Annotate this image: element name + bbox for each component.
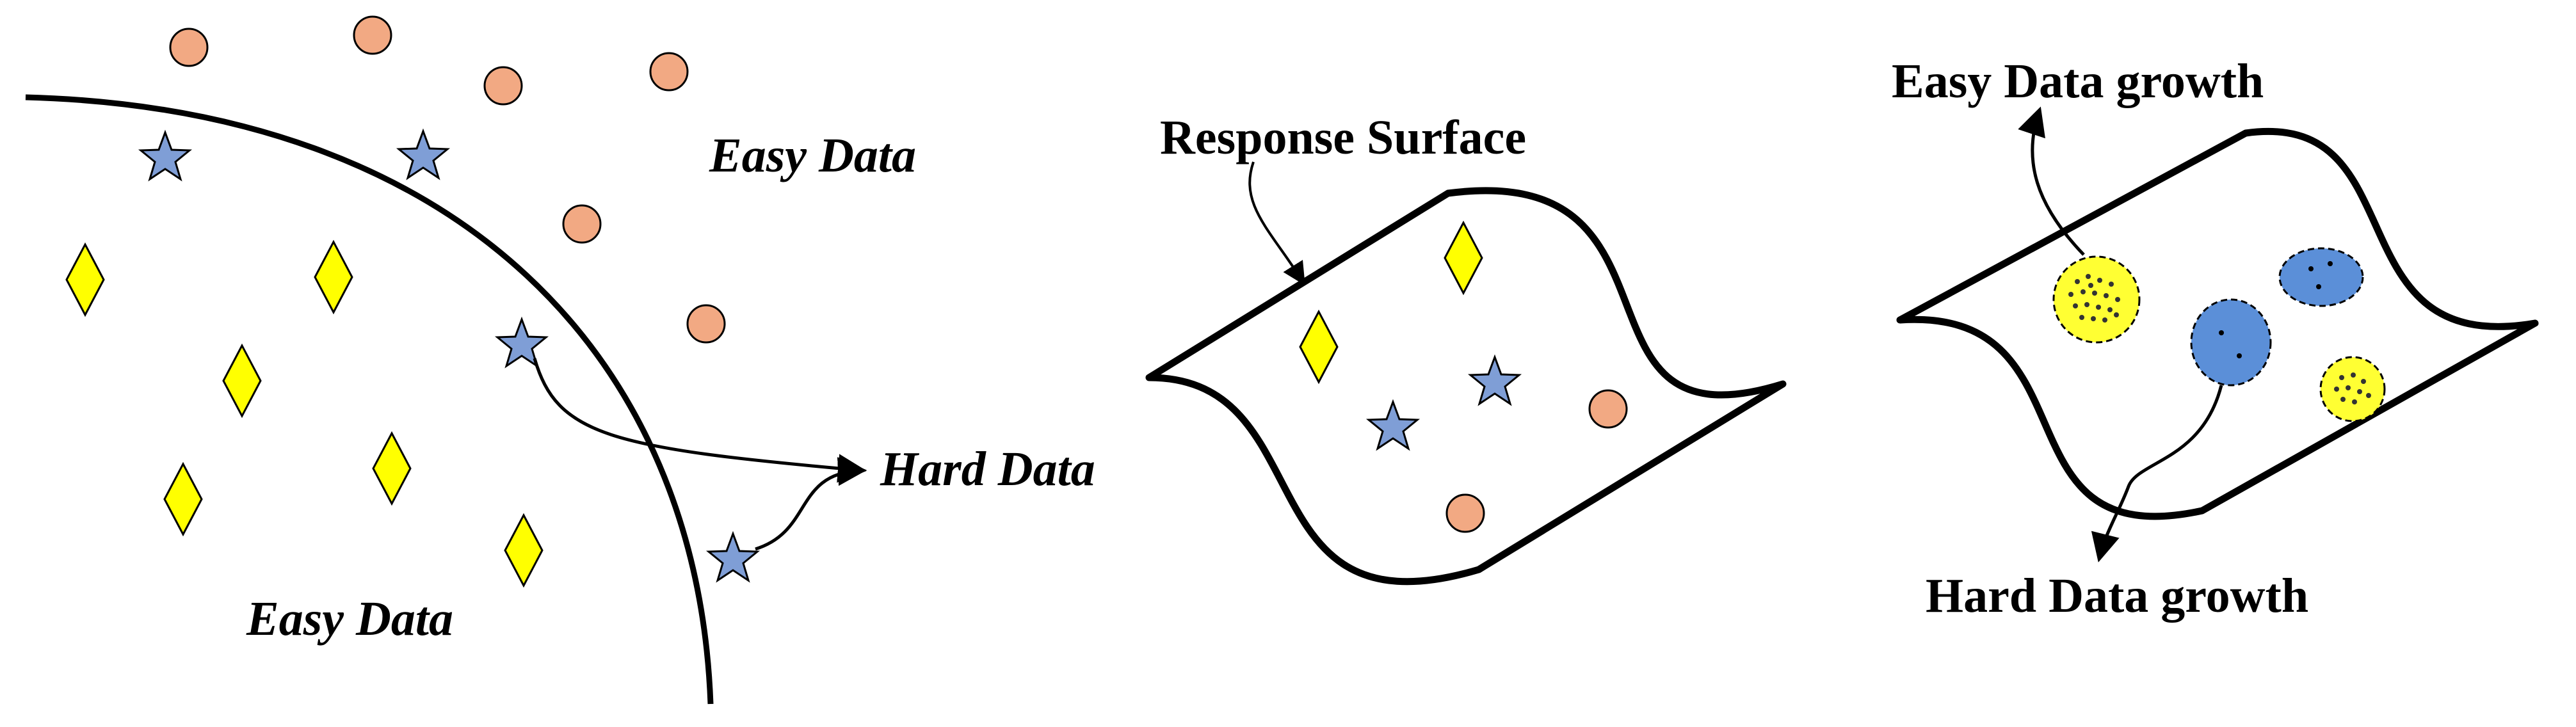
hard-data-cluster-small <box>2278 247 2364 307</box>
circle-icon <box>686 304 726 344</box>
diamond-icon <box>222 344 262 417</box>
hard-growth-arrow <box>2091 385 2223 563</box>
circle-icon <box>562 204 602 244</box>
star-icon <box>398 130 449 179</box>
diamond-icon <box>504 514 543 587</box>
hard-data-growth-label: Hard Data growth <box>1926 569 2308 623</box>
panel-decision-boundary: Easy Data Hard Data Easy Data <box>25 15 1095 705</box>
response-surface-pointer-arrow <box>1248 161 1305 286</box>
circle-icon <box>649 52 689 92</box>
easy-growth-arrow <box>2018 106 2085 256</box>
easy-data-label-top: Easy Data <box>709 129 916 182</box>
diamond-icon <box>372 432 412 505</box>
circle-icon <box>483 66 523 106</box>
cluster-blob-icon <box>2190 298 2272 387</box>
circle-icon <box>169 28 209 67</box>
star-icon <box>140 131 191 180</box>
hard-data-stars <box>140 130 759 582</box>
diamond-icon <box>163 463 203 536</box>
panel-data-growth: Easy Data growth Hard Data growth <box>1892 54 2539 623</box>
response-surface-sheet <box>1145 187 1787 586</box>
decision-boundary-curve <box>25 94 714 705</box>
cluster-blob-icon <box>2278 247 2364 307</box>
hard-data-cluster <box>2190 298 2272 387</box>
diamond-icon <box>314 241 353 314</box>
star-icon <box>707 532 759 582</box>
circle-icon <box>1588 389 1628 429</box>
hard-data-arrow-1 <box>533 358 867 483</box>
hard-data-label: Hard Data <box>880 442 1095 496</box>
circle-icon <box>353 15 392 55</box>
cluster-blob-icon <box>2052 255 2141 344</box>
diamond-icon <box>65 243 105 316</box>
panel-response-surface: Response Surface <box>1145 111 1787 586</box>
easy-data-cluster-small <box>2319 356 2386 422</box>
easy-data-growth-label: Easy Data growth <box>1892 54 2264 108</box>
easy-data-label-bottom: Easy Data <box>246 592 453 646</box>
circle-icon <box>1445 493 1485 533</box>
easy-data-cluster <box>2052 255 2141 344</box>
response-surface-label: Response Surface <box>1160 111 1526 164</box>
cluster-blob-icon <box>2319 356 2386 422</box>
star-icon <box>496 318 547 367</box>
easy-data-diamonds <box>65 241 543 587</box>
hard-data-arrow-2 <box>755 457 867 551</box>
easy-data-circles <box>169 15 726 344</box>
